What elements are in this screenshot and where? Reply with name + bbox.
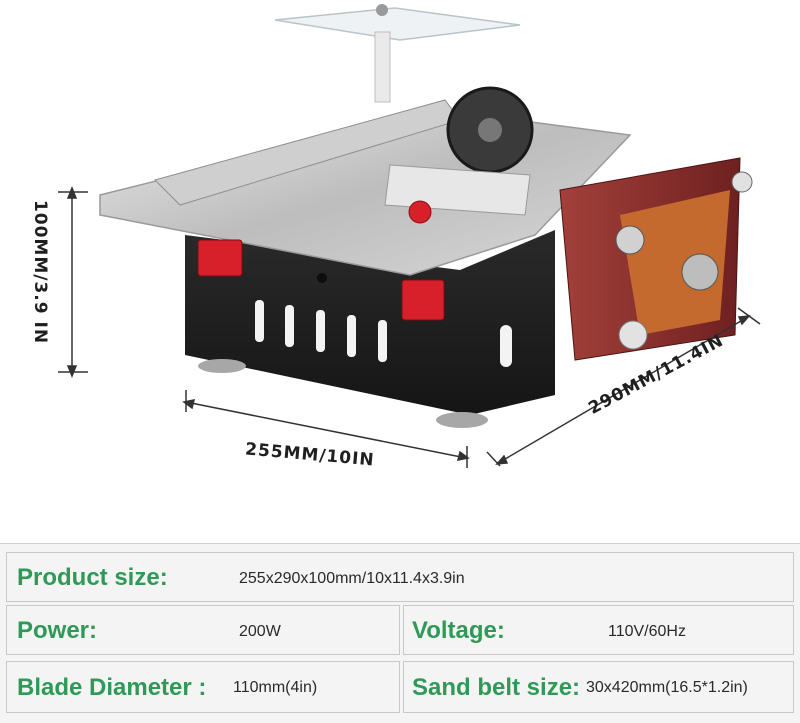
table-saw-image <box>58 4 761 468</box>
saw-body <box>185 230 555 415</box>
blade-diameter-value: 110mm(4in) <box>233 679 318 696</box>
switch-right <box>401 279 445 321</box>
product-illustration: 100MM/3.9 IN 255MM/10IN 290MM/11.4IN <box>30 4 761 471</box>
voltage-label: Voltage: <box>412 617 505 644</box>
power-value: 200W <box>239 623 281 640</box>
spec-row-product-size: Product size: 255x290x100mm/10x11.4x3.9i… <box>6 552 794 602</box>
specification-table: Product size: 255x290x100mm/10x11.4x3.9i… <box>0 543 800 723</box>
spec-cell-blade-diameter: Blade Diameter : 110mm(4in) <box>6 661 400 713</box>
blade-guard <box>274 7 521 41</box>
foot <box>198 359 246 373</box>
sand-belt-size-label: Sand belt size: <box>412 674 581 701</box>
switch-left <box>197 239 243 277</box>
spec-cell-voltage: Voltage: 110V/60Hz <box>403 605 794 655</box>
spec-cell-power: Power: 200W <box>6 605 400 655</box>
vents <box>255 300 512 367</box>
sand-belt-size-value: 30x420mm(16.5*1.2in) <box>586 679 748 696</box>
miter-knob <box>408 200 432 224</box>
dimension-lines <box>58 185 761 468</box>
spec-cell-sand-belt-size: Sand belt size: 30x420mm(16.5*1.2in) <box>403 661 794 713</box>
height-dimension-label: 100MM/3.9 IN <box>30 199 50 345</box>
power-label: Power: <box>17 617 98 644</box>
belt-inner <box>620 190 730 335</box>
blade-diameter-label: Blade Diameter : <box>17 674 207 701</box>
guard-post <box>374 31 391 103</box>
foot <box>436 412 488 428</box>
product-size-value: 255x290x100mm/10x11.4x3.9in <box>239 570 465 587</box>
product-size-label: Product size: <box>17 564 168 591</box>
voltage-value: 110V/60Hz <box>608 623 686 640</box>
